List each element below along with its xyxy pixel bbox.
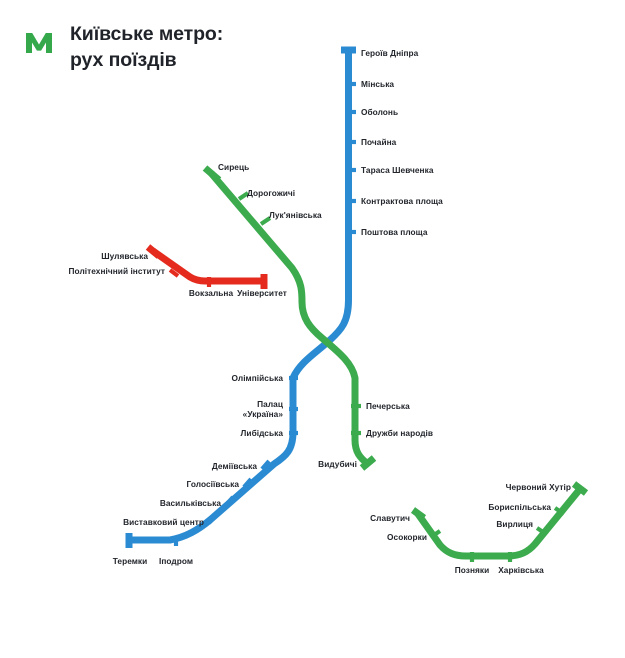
station-label-shuliavska: Шулявська	[101, 250, 148, 261]
station-label-kharkivska: Харківська	[498, 564, 544, 575]
station-label-universytet: Університет	[237, 287, 287, 298]
line-red-group	[145, 244, 268, 289]
station-label-minska: Мінська	[361, 78, 395, 89]
station-label-heroiv-dnipra: Героїв Дніпра	[361, 47, 419, 58]
page-title: Київське метро: рух поїздів	[70, 23, 224, 71]
station-tick-osokorky	[429, 529, 442, 539]
station-label-ipodrom: Іподром	[158, 555, 194, 566]
line-blue-group	[125, 46, 356, 548]
station-label-vyrlytsia: Вирлиця	[496, 518, 533, 529]
station-label-teremky: Теремки	[112, 555, 148, 566]
station-label-boryspilska: Бориспільська	[488, 501, 551, 512]
station-tick-dorohozhychi	[237, 191, 250, 201]
red-line-track	[150, 248, 266, 285]
terminus-cap-vydubychi	[359, 455, 377, 471]
station-label-pecherska: Печерська	[366, 400, 410, 411]
station-label-lukianivska: Лук'янівська	[269, 209, 322, 220]
station-label-chervonyi-khutir: Червоний Хутір	[505, 481, 571, 492]
station-label-obolon: Оболонь	[361, 106, 399, 117]
station-label-osokorky: Осокорки	[387, 531, 427, 542]
station-tick-vystavkovyi-tsentr	[207, 513, 218, 525]
station-label-vasylkivska: Васильківська	[159, 497, 221, 508]
line-green-group	[202, 165, 377, 471]
station-label-lybidska: Либідська	[240, 427, 283, 438]
station-label-syrets: Сирець	[218, 161, 250, 172]
station-label-vystavkovyi-tsentr: Виставковий центр	[123, 516, 204, 527]
station-label-poshtova-ploshcha: Поштова площа	[361, 226, 428, 237]
station-label-dorohozhychi: Дорогожичі	[247, 187, 296, 198]
green-line-track	[208, 170, 371, 467]
page-header: Київське метро: рух поїздів	[24, 22, 223, 73]
station-label-tarasa-shevchenka: Тараса Шевченка	[361, 164, 434, 175]
green-branch-track	[415, 486, 583, 560]
station-tick-boryspilska	[553, 506, 566, 516]
station-tick-vyrlytsia	[535, 526, 548, 536]
station-label-olimpiiska: Олімпійська	[231, 372, 283, 383]
station-label-vokzalna: Вокзальна	[188, 287, 234, 298]
kyiv-metro-m-logo-icon	[26, 33, 52, 53]
station-tick-politekhnichnyi-instytut	[168, 268, 180, 278]
station-label-kontraktova-ploshcha: Контрактова площа	[361, 195, 443, 206]
terminus-cap-chervonyi-khutir	[571, 481, 589, 496]
station-label-slavutych: Славутич	[370, 512, 410, 523]
station-label-vydubychi: Видубичі	[318, 458, 357, 469]
station-tick-vasylkivska	[224, 495, 235, 507]
station-label-demiivska: Деміївська	[211, 460, 257, 471]
line-green-branch-group	[410, 481, 589, 562]
station-label-holosiivska: Голосіївська	[186, 478, 239, 489]
station-label-palats-ukraina: Палац «Україна»	[242, 398, 283, 419]
station-tick-holosiivska	[242, 477, 253, 489]
station-tick-lukianivska	[259, 216, 272, 226]
station-label-pozniaky: Позняки	[454, 564, 490, 575]
station-label-politekhnichnyi-instytut: Політехнічний інститут	[68, 265, 165, 276]
station-label-pochaina: Почайна	[361, 136, 397, 147]
station-tick-demiivska	[260, 459, 271, 471]
station-label-druzhby-narodiv: Дружби народів	[366, 427, 434, 438]
